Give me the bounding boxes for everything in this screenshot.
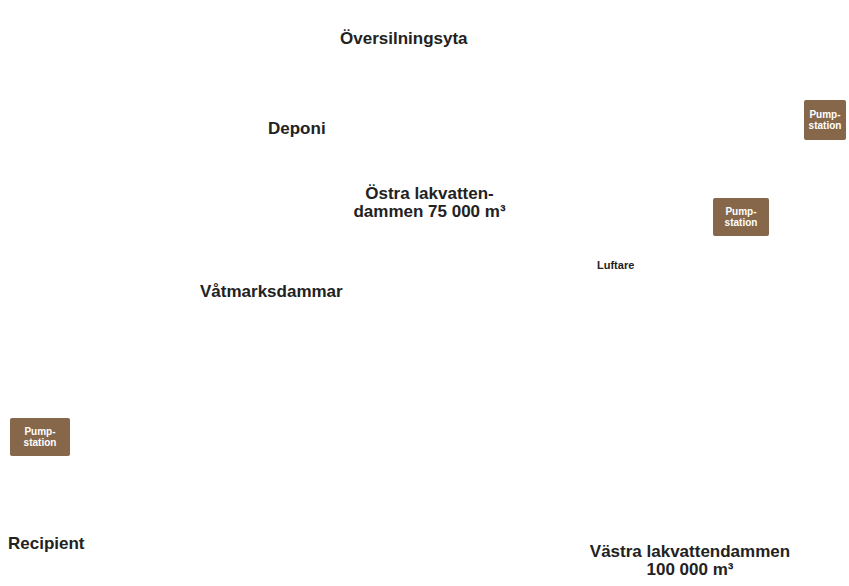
pond-outline bbox=[515, 82, 800, 182]
flow-arrow bbox=[70, 227, 713, 438]
grass-tuft bbox=[158, 388, 179, 430]
branch-arrowheads bbox=[388, 343, 440, 547]
grass-tuft bbox=[162, 506, 183, 550]
text-label: Våtmarksdammar bbox=[200, 282, 343, 302]
grass-tuft bbox=[338, 388, 359, 430]
pump-station: Pump- station bbox=[804, 100, 846, 140]
grass-tuft bbox=[218, 388, 239, 430]
flow-arrow bbox=[777, 47, 812, 100]
station-label: Pump- station bbox=[808, 109, 842, 131]
station-label: Pump- station bbox=[717, 206, 765, 228]
grass-tuft bbox=[192, 506, 213, 550]
grass-tuft bbox=[352, 316, 373, 360]
grass-tuft bbox=[322, 316, 343, 360]
pump-station: Pump- station bbox=[713, 198, 769, 236]
label-wrap: Våtmarksdammar bbox=[200, 282, 343, 302]
text-label: Deponi bbox=[268, 119, 326, 139]
pump-flow-arrow bbox=[736, 252, 746, 312]
label-wrap: Deponi bbox=[268, 119, 326, 139]
leachate-pond: Västra lakvattendammen 100 000 m³ bbox=[505, 252, 820, 535]
pond-outline bbox=[505, 252, 820, 535]
grass-tuft bbox=[600, 12, 621, 50]
grass-tuft bbox=[704, 12, 725, 50]
grass-tuft bbox=[312, 506, 333, 550]
text-label: Recipient bbox=[8, 534, 85, 554]
overland-flow-area: Översilningsyta bbox=[515, 8, 777, 60]
grass-tuft bbox=[548, 12, 569, 50]
grass-tuft bbox=[342, 506, 363, 550]
flow-arrow bbox=[732, 236, 750, 252]
label-wrap: Recipient bbox=[8, 534, 85, 554]
grass-tuft bbox=[222, 506, 243, 550]
grass-tufts bbox=[158, 12, 751, 550]
label-wrap: Luftare bbox=[597, 255, 634, 275]
loop-lines bbox=[120, 350, 455, 540]
grass-tuft bbox=[652, 12, 673, 50]
aerators bbox=[573, 299, 703, 403]
grass-tuft bbox=[278, 388, 299, 430]
grass-tuft bbox=[252, 506, 273, 550]
leachate-pond: Östra lakvatten- dammen 75 000 m³ bbox=[515, 82, 800, 182]
grass-tuft bbox=[292, 316, 313, 360]
inflow-arrow bbox=[768, 483, 822, 497]
grass-tuft bbox=[368, 388, 389, 430]
station-label: Pump- station bbox=[14, 426, 66, 448]
pond-outline bbox=[515, 8, 777, 60]
grass-tuft bbox=[308, 388, 329, 430]
grass-tuft bbox=[522, 12, 543, 50]
text-label: Luftare bbox=[597, 255, 634, 275]
grass-tuft bbox=[232, 316, 253, 360]
wetland-ponds bbox=[150, 319, 425, 572]
grass-tuft bbox=[282, 506, 303, 550]
outflow-arrow bbox=[32, 458, 48, 529]
flow-arrowhead bbox=[565, 251, 577, 264]
pond-label: Västra lakvattendammen 100 000 m³ bbox=[580, 543, 800, 579]
grass-tuft bbox=[626, 12, 647, 50]
grass-tuft bbox=[248, 388, 269, 430]
grass-tuft bbox=[730, 12, 751, 50]
grass-tuft bbox=[172, 316, 193, 360]
flow-arrowhead bbox=[832, 322, 844, 334]
grass-tuft bbox=[372, 506, 393, 550]
grass-tuft bbox=[678, 12, 699, 50]
grass-tuft bbox=[202, 316, 223, 360]
flow-arrow bbox=[641, 60, 659, 82]
grass-tuft bbox=[574, 12, 595, 50]
inflow-line bbox=[345, 123, 518, 137]
area-label: Översilningsyta bbox=[340, 30, 500, 48]
flow-arrow bbox=[800, 167, 838, 497]
pump-station: Pump- station bbox=[10, 418, 70, 456]
pond-label: Östra lakvatten- dammen 75 000 m³ bbox=[342, 185, 517, 221]
grass-tuft bbox=[188, 388, 209, 430]
grass-tuft bbox=[262, 316, 283, 360]
